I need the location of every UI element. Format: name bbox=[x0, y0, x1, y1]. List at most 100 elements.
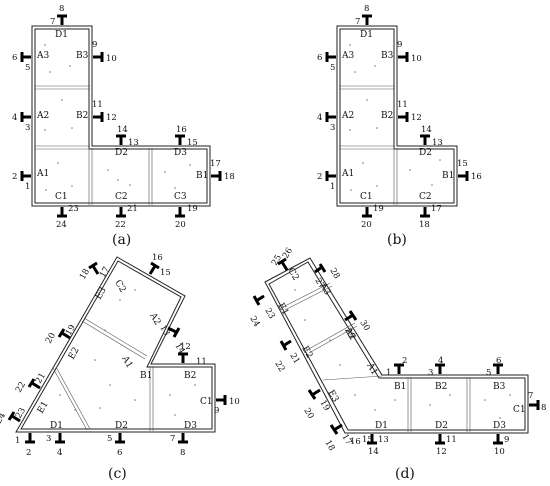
panel-d: C2 A3 E1 A2 E2 A1 E3 B1 D1 B2 D2 B3 C1 D… bbox=[247, 246, 546, 482]
room-label: B1 bbox=[196, 171, 208, 181]
aggregate-dots-c bbox=[59, 289, 196, 416]
panel-caption: (d) bbox=[395, 466, 415, 482]
gauge-number: 7 bbox=[170, 434, 175, 444]
gauge-number: 3 bbox=[428, 368, 433, 378]
gauge-number: 14 bbox=[117, 125, 128, 135]
room-label: A1 bbox=[341, 169, 354, 179]
gauge-number: 13 bbox=[378, 435, 389, 445]
room-label: B3 bbox=[381, 51, 394, 61]
gauge-number: 1 bbox=[330, 182, 335, 192]
gauge-number: 11 bbox=[92, 100, 103, 110]
gauges-a bbox=[20, 14, 222, 218]
gauge-number: 26 bbox=[281, 246, 295, 260]
gauge-number: 2 bbox=[26, 448, 31, 458]
gauge-number: 3 bbox=[25, 123, 30, 133]
gauge-number: 23 bbox=[68, 204, 79, 214]
gauge-number: 8 bbox=[180, 448, 185, 458]
room-label: A2 bbox=[341, 111, 354, 121]
gauge-numbers-a: 7 8 9 10 6 5 11 12 4 3 14 13 16 15 17 18… bbox=[12, 4, 235, 230]
gauge-number: 11 bbox=[397, 100, 408, 110]
gauge-number: 22 bbox=[115, 220, 126, 230]
gauge-number: 2 bbox=[12, 172, 17, 182]
gauge-number: 17 bbox=[431, 204, 442, 214]
gauge-number: 12 bbox=[436, 447, 447, 457]
gauge-number: 5 bbox=[330, 63, 335, 73]
gauges-d bbox=[252, 257, 540, 445]
gauge-number: 22 bbox=[272, 360, 286, 374]
gauge-number: 21 bbox=[127, 204, 138, 214]
walls-a bbox=[31, 25, 211, 207]
gauge-number: 7 bbox=[528, 391, 533, 401]
gauge-number: 6 bbox=[12, 53, 17, 63]
walls-d bbox=[264, 257, 529, 434]
room-label: C2 bbox=[115, 192, 128, 202]
gauge-number: 9 bbox=[214, 406, 219, 416]
gauge-number: 12 bbox=[411, 113, 422, 123]
gauge-number: 4 bbox=[57, 448, 62, 458]
gauge-number: 27 bbox=[312, 277, 326, 291]
room-label: E2 bbox=[299, 345, 314, 361]
gauge-number: 24 bbox=[0, 411, 8, 425]
room-label: C1 bbox=[360, 192, 373, 202]
gauge-number: 19 bbox=[317, 399, 331, 413]
gauge-number: 1 bbox=[386, 368, 391, 378]
gauge-number: 15 bbox=[187, 138, 198, 148]
gauge-number: 6 bbox=[317, 53, 322, 63]
room-label: E1 bbox=[36, 400, 51, 416]
gauge-number: 18 bbox=[419, 220, 430, 230]
room-label: A2 bbox=[147, 311, 162, 327]
gauge-number: 15 bbox=[160, 268, 171, 278]
gauge-number: 8 bbox=[59, 4, 64, 14]
gauge-number: 16 bbox=[152, 253, 163, 263]
gauge-number: 6 bbox=[117, 448, 122, 458]
gauge-number: 17 bbox=[210, 159, 221, 169]
walls-b bbox=[336, 25, 458, 207]
room-label: D1 bbox=[50, 421, 63, 431]
gauge-number: 16 bbox=[471, 172, 482, 182]
gauge-number: 19 bbox=[373, 204, 384, 214]
room-label: B2 bbox=[76, 111, 88, 121]
gauge-number: 4 bbox=[317, 113, 322, 123]
panel-caption: (b) bbox=[387, 232, 407, 248]
gauge-number: 3 bbox=[330, 123, 335, 133]
room-label: C2 bbox=[112, 279, 127, 295]
panel-caption: (a) bbox=[112, 232, 131, 248]
room-label: C1 bbox=[55, 192, 68, 202]
gauge-number: 9 bbox=[397, 40, 402, 50]
room-label: D3 bbox=[184, 421, 197, 431]
room-label: D1 bbox=[55, 30, 68, 40]
gauge-number: 24 bbox=[56, 220, 67, 230]
gauge-number: 8 bbox=[541, 403, 546, 413]
room-label: C1 bbox=[513, 405, 526, 415]
room-label: D1 bbox=[360, 30, 373, 40]
gauge-number: 4 bbox=[12, 113, 17, 123]
room-labels-d: C2 A3 E1 A2 E2 A1 E3 B1 D1 B2 D2 B3 C1 D… bbox=[275, 267, 525, 432]
gauge-number: 8 bbox=[364, 4, 369, 14]
room-label: D2 bbox=[115, 148, 128, 158]
gauge-number: 19 bbox=[187, 204, 198, 214]
gauge-number: 28 bbox=[327, 267, 341, 281]
room-label: D2 bbox=[115, 421, 128, 431]
gauge-numbers-b: 7 8 9 10 6 5 11 12 4 3 14 13 15 16 2 1 1… bbox=[317, 4, 482, 230]
room-label: D3 bbox=[174, 148, 187, 158]
gauge-number: 12 bbox=[180, 342, 191, 352]
gauge-number: 5 bbox=[486, 368, 491, 378]
room-labels-a: D1 A3 B3 A2 B2 A1 C1 D2 C2 D3 B1 C3 bbox=[36, 30, 208, 202]
panel-caption: (c) bbox=[108, 466, 127, 482]
gauges-c bbox=[7, 261, 227, 444]
room-label: D2 bbox=[419, 148, 432, 158]
room-label: B1 bbox=[394, 382, 406, 392]
gauge-number: 20 bbox=[301, 407, 315, 421]
gauge-number: 10 bbox=[106, 54, 117, 64]
aggregate-dots-a bbox=[44, 44, 191, 191]
gauge-number: 11 bbox=[446, 435, 457, 445]
room-label: D2 bbox=[435, 421, 448, 431]
gauge-number: 15 bbox=[457, 159, 468, 169]
gauge-number: 22 bbox=[14, 380, 28, 394]
gauge-number: 23 bbox=[14, 406, 28, 420]
gauge-numbers-d: 25 26 27 28 24 23 29 30 22 21 20 19 18 1… bbox=[247, 246, 546, 457]
gauge-number: 3 bbox=[46, 434, 51, 444]
gauge-number: 18 bbox=[322, 439, 336, 453]
room-label: A3 bbox=[36, 51, 49, 61]
